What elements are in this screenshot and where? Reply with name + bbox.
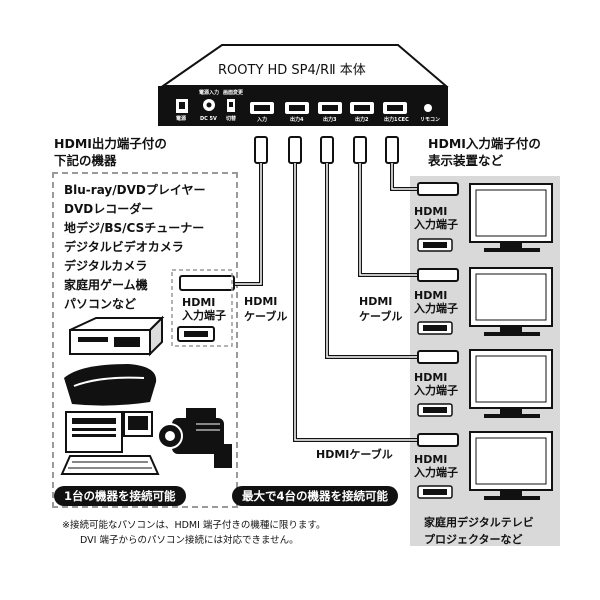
- max-devices-badge: 最大で4台の機器を接続可能: [232, 486, 399, 506]
- list-item: パソコンなど: [64, 297, 137, 311]
- cec-label: CEC: [398, 117, 409, 123]
- tv-icon: [469, 349, 553, 418]
- power-label: 電源: [176, 116, 187, 122]
- source-device-list: Blu-ray/DVDプレイヤー DVDレコーダー 地デジ/BS/CSチューナー…: [64, 181, 205, 314]
- list-item: Blu-ray/DVDプレイヤー: [64, 183, 206, 197]
- tv-icon: [469, 267, 553, 336]
- list-item: 地デジ/BS/CSチューナー: [64, 221, 205, 235]
- dc-label: DC 5V: [200, 116, 217, 122]
- remote-label: リモコン: [420, 117, 441, 123]
- source-panel: [52, 172, 238, 508]
- recorder-icon: [69, 315, 165, 357]
- output4-label: 出力4: [290, 117, 304, 123]
- output3-label: 出力3: [323, 117, 337, 123]
- cable-out3: [325, 163, 425, 359]
- output-cables: [254, 136, 399, 164]
- display-footer: 家庭用デジタルテレビプロジェクターなど: [424, 516, 534, 546]
- game-console-icon: [64, 364, 157, 406]
- input-port-label: 入力: [257, 117, 268, 123]
- output2-label: 出力2: [355, 117, 369, 123]
- mode-label-2: 切替: [226, 116, 237, 122]
- list-item: 家庭用ゲーム機: [64, 278, 148, 292]
- bottom-cable-label: HDMIケーブル: [316, 448, 393, 461]
- list-item: デジタルビデオカメラ: [64, 240, 184, 254]
- source-capacity-badge: 1台の機器を接続可能: [54, 486, 186, 506]
- camcorder-icon: [157, 408, 232, 468]
- list-item: DVDレコーダー: [64, 202, 154, 216]
- list-item: デジタルカメラ: [64, 259, 148, 273]
- input-cable: [232, 163, 263, 286]
- pc-icon: [60, 411, 160, 475]
- footnote: ※接続可能なパソコンは、HDMI 端子付きの機種に限ります。 DVI 端子からの…: [62, 520, 326, 546]
- tv-icon: [469, 183, 553, 252]
- mode-label: 画面変更: [223, 90, 244, 96]
- device-title: ROOTY HD SP4/RⅡ 本体: [218, 63, 366, 78]
- tv-icon: [469, 431, 553, 500]
- output1-label: 出力1: [384, 117, 398, 123]
- display-heading: HDMI入力端子付の表示装置など: [428, 136, 541, 168]
- rooty-unit: [158, 44, 449, 126]
- source-heading: HDMI出力端子付の下記の機器: [54, 136, 167, 168]
- power-in-label: 電源入力: [199, 90, 220, 96]
